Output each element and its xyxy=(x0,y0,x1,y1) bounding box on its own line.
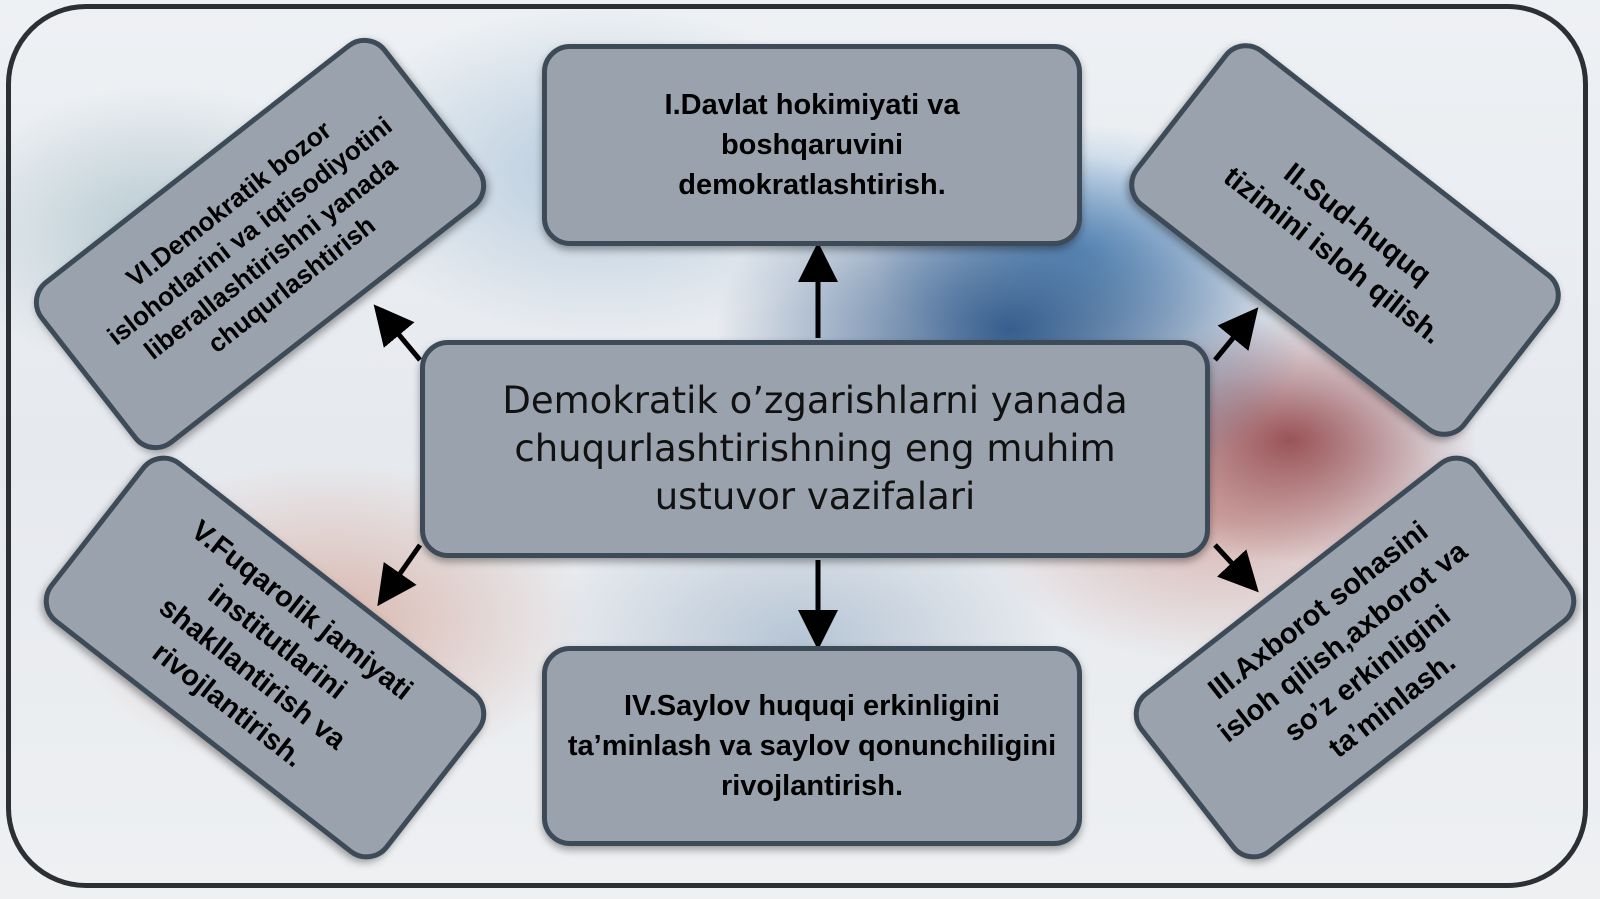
central-topic-text: Demokratik o’zgarishlarni yanada chuqurl… xyxy=(502,379,1128,518)
central-topic-box: Demokratik o’zgarishlarni yanada chuqurl… xyxy=(420,340,1210,558)
task-1-text: I.Davlat hokimiyati va boshqaruvini demo… xyxy=(664,89,960,201)
task-4-text: IV.Saylov huquqi erkinligini ta’minlash … xyxy=(567,690,1057,802)
task-box-4: IV.Saylov huquqi erkinligini ta’minlash … xyxy=(542,646,1082,846)
task-box-1: I.Davlat hokimiyati va boshqaruvini demo… xyxy=(542,44,1082,246)
